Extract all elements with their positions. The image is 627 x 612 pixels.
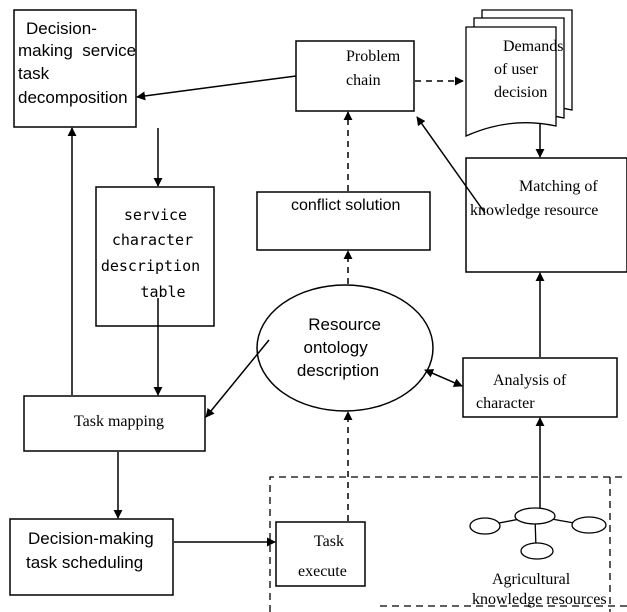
arrow-problem-to-decomposition — [136, 75, 297, 101]
arrow-matching-to-problem — [416, 116, 486, 214]
matching-line: Matching of — [519, 178, 598, 195]
ontology-ellipse — [256, 284, 434, 412]
service-table-label: service character description table — [101, 206, 209, 301]
execute-box — [275, 521, 366, 587]
decomposition-label: Decision- making service task decomposit… — [18, 19, 141, 107]
service-table-line: table — [140, 283, 185, 301]
analysis-line: Analysis of — [493, 372, 567, 389]
demands-line: decision — [494, 84, 547, 101]
service-table-box — [95, 186, 215, 327]
problem-chain-label: Problem chain — [346, 48, 404, 89]
scheduling-box — [9, 518, 174, 596]
service-table-line: character — [112, 231, 193, 249]
demands-label: Demands of user decision — [494, 38, 567, 101]
decomposition-box — [13, 9, 137, 128]
ontology-line: description — [297, 361, 379, 380]
demands-document-stack — [465, 9, 573, 137]
knowledge-region-border — [269, 476, 627, 612]
conflict-box — [256, 191, 431, 251]
ontology-line: ontology — [303, 338, 368, 357]
execute-line: Task — [314, 533, 344, 550]
service-table-line: service — [124, 206, 187, 224]
matching-box — [465, 157, 627, 273]
matching-line: knowledge resource — [470, 202, 598, 219]
agri-label: Agricultural knowledge resources — [472, 571, 607, 608]
task-mapping-box — [23, 395, 206, 452]
decomposition-line: making service — [18, 41, 136, 60]
conflict-line: conflict solution — [291, 197, 400, 214]
agri-line: Agricultural — [492, 571, 571, 588]
analysis-line: character — [476, 395, 535, 412]
ontology-label: Resource ontology description — [297, 315, 386, 380]
task-mapping-line: Task mapping — [74, 413, 164, 430]
agri-line: knowledge resources — [472, 591, 607, 608]
matching-label: Matching of knowledge resource — [470, 178, 602, 219]
decomposition-line: Decision- — [26, 19, 97, 38]
execute-line: execute — [298, 563, 347, 580]
arrow-ontology-to-mapping — [205, 339, 270, 418]
task-mapping-label: Task mapping — [74, 413, 164, 430]
demands-line: Demands — [503, 38, 563, 55]
scheduling-line: task scheduling — [26, 553, 143, 572]
demands-line: of user — [494, 61, 539, 78]
decomposition-line: decomposition — [18, 88, 128, 107]
service-table-line: description — [101, 257, 200, 275]
scheduling-label: Decision-making task scheduling — [26, 529, 158, 572]
decomposition-line: task — [18, 64, 50, 83]
problem-chain-box — [295, 40, 415, 112]
arrow-ontology-analysis — [424, 369, 463, 387]
execute-label: Task execute — [298, 533, 348, 580]
ontology-line: Resource — [308, 315, 381, 334]
conflict-label: conflict solution — [291, 197, 400, 214]
problem-chain-line: Problem — [346, 48, 401, 65]
analysis-label: Analysis of character — [476, 372, 570, 412]
network-icon — [469, 507, 607, 560]
problem-chain-line: chain — [346, 72, 381, 89]
analysis-box — [462, 357, 618, 418]
scheduling-line: Decision-making — [28, 529, 154, 548]
